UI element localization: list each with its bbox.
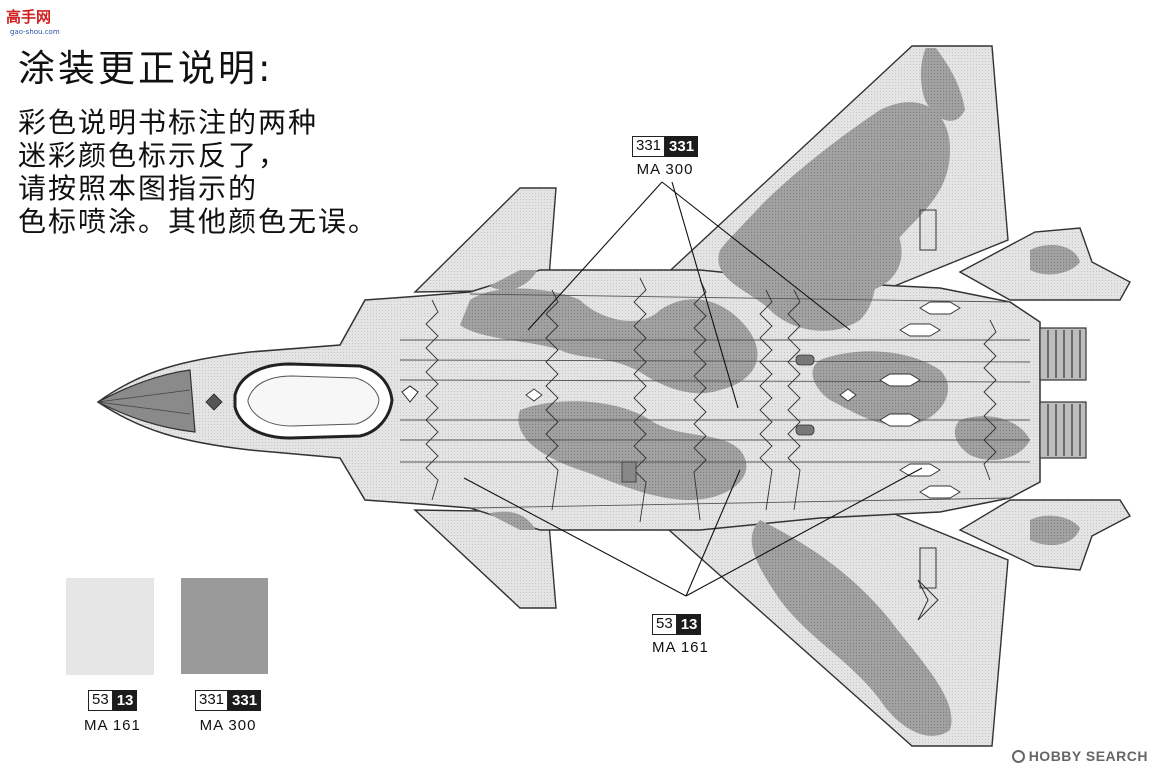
watermark-logo-icon — [1011, 749, 1025, 763]
code-black-part: 13 — [676, 614, 702, 635]
note-line-1: 彩色说明书标注的两种 — [18, 106, 319, 139]
site-logo-url: gao-shou.com — [10, 28, 60, 36]
site-logo-text: 高手网 — [6, 8, 52, 26]
note-line-3: 请按照本图指示的 — [18, 172, 259, 205]
callout-leader-light — [463, 467, 923, 597]
callout-leader-dark — [527, 181, 851, 409]
code-white-part: 53 — [88, 690, 113, 711]
note-line-4: 色标喷涂。其他颜色无误。 — [18, 205, 379, 238]
nose-radome — [96, 369, 196, 433]
note-line-2: 迷彩颜色标示反了， — [18, 139, 289, 172]
color-code-badge: 331 331 — [632, 136, 699, 157]
legend-swatch-light — [66, 578, 154, 675]
code-white-part: 53 — [652, 614, 677, 635]
exhaust-nozzles — [1039, 327, 1087, 459]
legend-swatch-dark — [181, 578, 268, 674]
vent — [795, 354, 815, 366]
grille — [621, 461, 637, 483]
page-title: 涂装更正说明: — [18, 47, 274, 90]
color-code-badge: 331 331 — [195, 690, 262, 711]
site-logo: 高手网 gao-shou.com — [6, 6, 78, 40]
code-black-part: 331 — [228, 690, 262, 711]
color-name: MA 300 — [636, 161, 694, 178]
callout-light-camo: 53 13 MA 161 — [652, 614, 709, 656]
color-code-badge: 53 13 — [652, 614, 709, 635]
code-black-part: 13 — [112, 690, 138, 711]
callout-dark-camo: 331 331 MA 300 — [632, 136, 699, 178]
nose-marker — [205, 393, 223, 411]
color-name: MA 161 — [652, 639, 709, 656]
color-code-badge: 53 13 — [88, 690, 141, 711]
legend-label-light: 53 13 MA 161 — [84, 690, 141, 734]
color-name: MA 161 — [84, 717, 141, 734]
access-panels — [525, 301, 961, 499]
color-name: MA 300 — [199, 717, 257, 734]
zigzag-borders — [425, 277, 997, 523]
vent — [795, 424, 815, 436]
code-white-part: 331 — [632, 136, 666, 157]
wing-markings — [917, 209, 939, 621]
correction-note: 彩色说明书标注的两种 迷彩颜色标示反了， 请按照本图指示的 色标喷涂。其他颜色无… — [18, 106, 378, 238]
code-black-part: 331 — [665, 136, 699, 157]
legend-label-dark: 331 331 MA 300 — [195, 690, 262, 734]
code-white-part: 331 — [195, 690, 229, 711]
watermark: HOBBY SEARCH — [1011, 748, 1148, 764]
watermark-text: HOBBY SEARCH — [1028, 748, 1148, 764]
